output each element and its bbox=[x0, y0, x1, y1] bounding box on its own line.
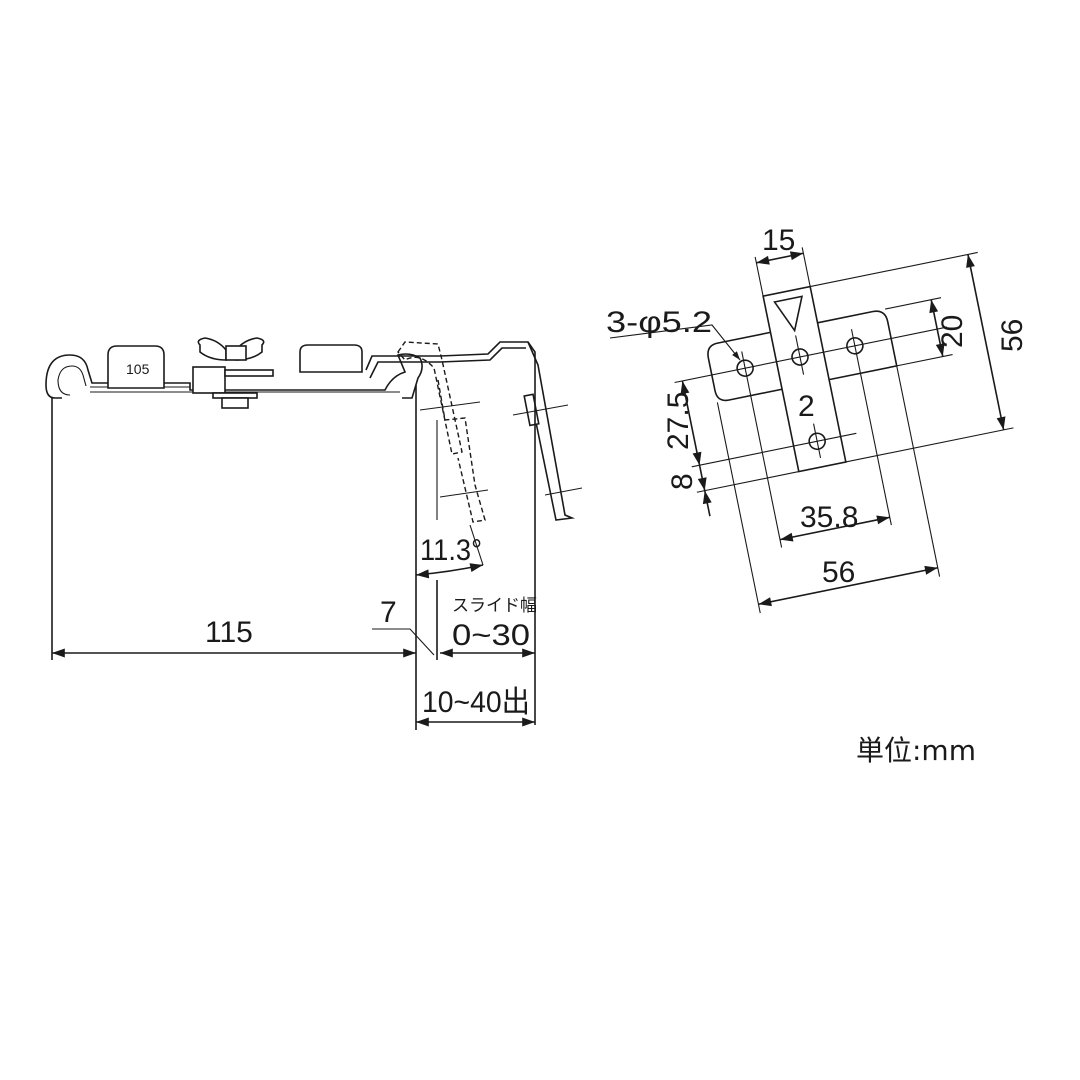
rail-outline bbox=[45, 353, 423, 399]
slide-bracket bbox=[365, 341, 536, 371]
mounting-plate bbox=[707, 310, 898, 402]
bracket-arm bbox=[527, 341, 576, 521]
slide-range: 0~30 bbox=[452, 619, 530, 652]
label-plate-right bbox=[299, 344, 363, 373]
slide-strip bbox=[762, 285, 847, 473]
triangle-mark bbox=[773, 295, 803, 333]
slide-label: スライド幅 bbox=[452, 596, 537, 616]
strip-label: 2 bbox=[798, 390, 815, 423]
hole-pitch-horizontal-dimension: 35.8 bbox=[800, 501, 858, 534]
front-view: 3-φ5.2 15 20 56 27.5 8 2 35.8 56 bbox=[606, 224, 1029, 614]
angle-dimension: 11.3° bbox=[420, 534, 482, 567]
side-view: 105 11.3° 115 bbox=[45, 337, 583, 730]
gap-dimension: 7 bbox=[380, 596, 397, 629]
hole-pitch-vertical-dimension: 27.5 bbox=[662, 392, 695, 450]
label-plate-left bbox=[107, 345, 165, 389]
part-label: 105 bbox=[126, 361, 150, 377]
strip-width-dimension: 15 bbox=[762, 224, 795, 257]
projection-range: 10~40出 bbox=[422, 686, 530, 719]
hole-callout: 3-φ5.2 bbox=[606, 306, 712, 339]
overall-width-dimension: 56 bbox=[822, 556, 855, 589]
plate-height-dimension: 20 bbox=[936, 315, 969, 348]
bottom-margin-dimension: 8 bbox=[666, 473, 699, 490]
width-dimension: 115 bbox=[205, 616, 253, 649]
overall-height-dimension: 56 bbox=[996, 319, 1029, 352]
unit-label: 単位:mm bbox=[856, 734, 976, 767]
wing-nut-icon bbox=[192, 337, 274, 409]
